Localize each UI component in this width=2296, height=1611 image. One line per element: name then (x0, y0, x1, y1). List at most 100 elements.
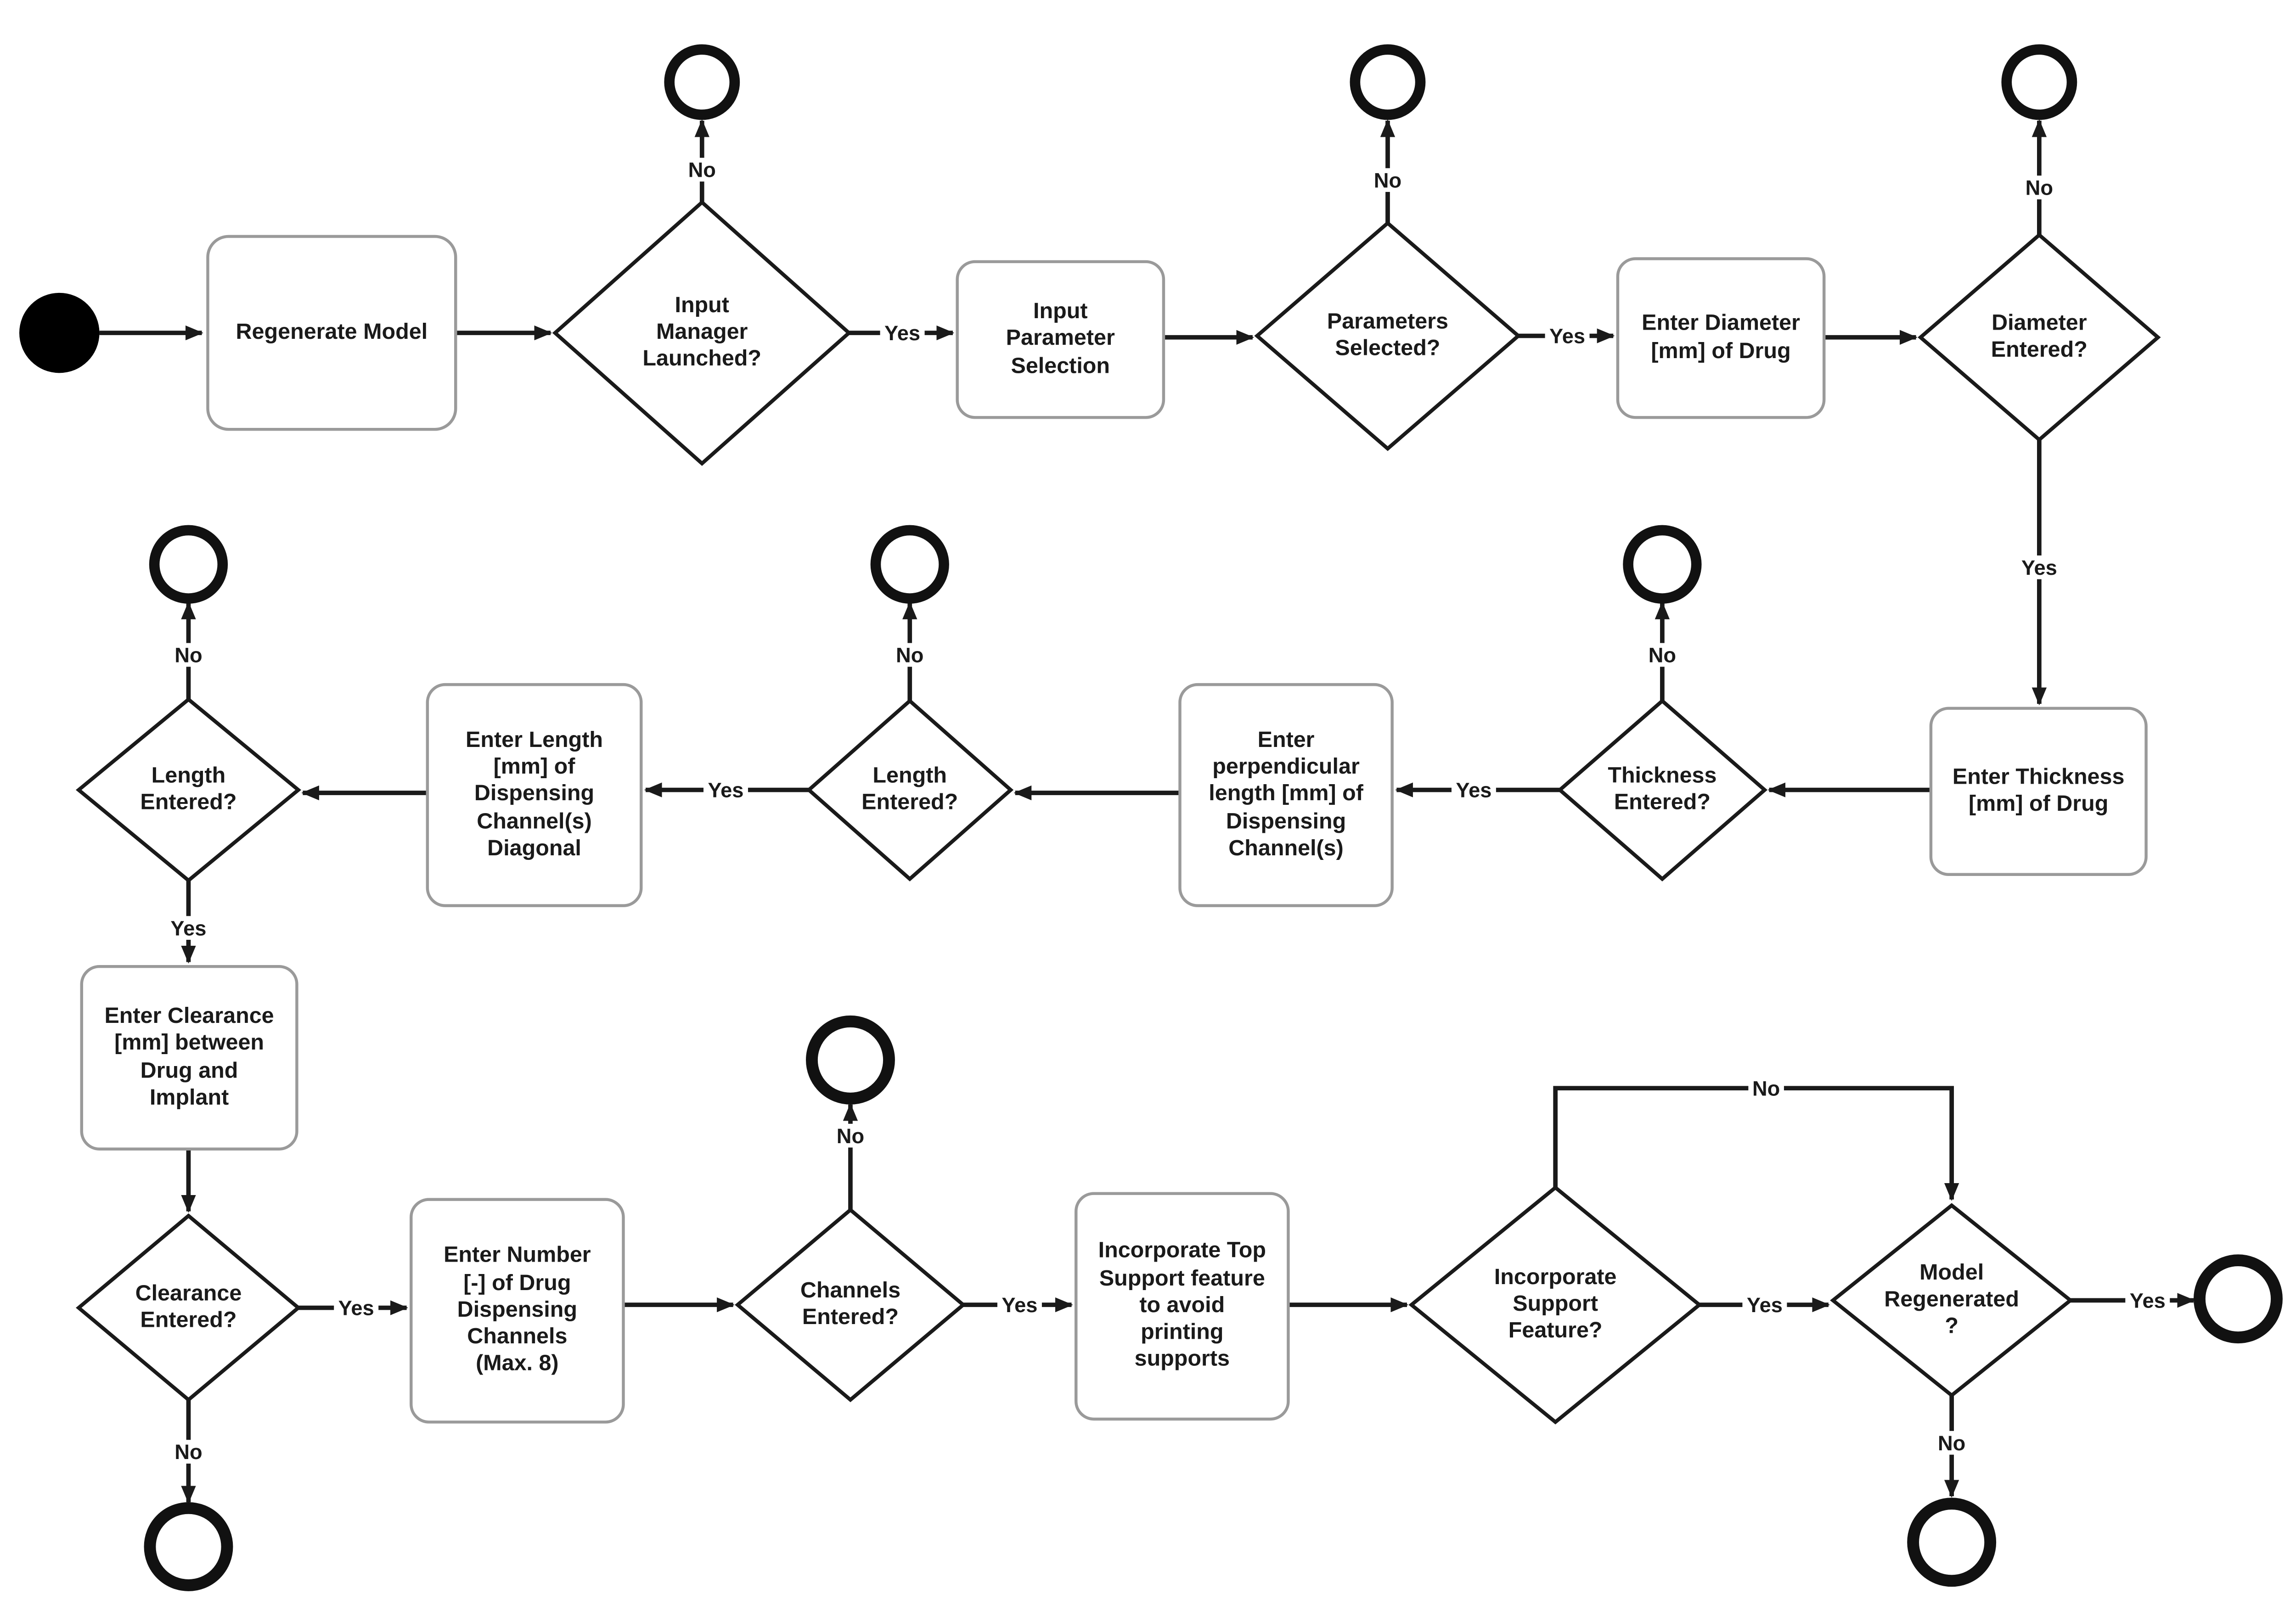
start-node (19, 292, 100, 373)
label-no-model-regenerated: No (1933, 1431, 1970, 1455)
activity-input-parameter-selection-label: Input Parameter Selection (1006, 298, 1115, 379)
decision-length-entered-mid (806, 698, 1014, 881)
activity-enter-diameter-label: Enter Diameter [mm] of Drug (1642, 311, 1801, 364)
edge-label-yes: Yes (997, 1293, 1042, 1317)
end-node-model-regenerated-yes (2193, 1254, 2283, 1344)
activity-enter-clearance (80, 965, 298, 1151)
decision-label: Channels Entered? (800, 1277, 901, 1330)
activity-label: Regenerate Model (236, 319, 428, 345)
decision-clearance-entered (76, 1213, 301, 1403)
edge-label-no: No (1748, 1076, 1784, 1100)
decision-input-manager-launched-label: Input Manager Launched? (642, 292, 762, 372)
activity-enter-number-channels-label: Enter Number [-] of Drug Dispensing Chan… (444, 1243, 591, 1377)
end-node-thickness-no (1623, 525, 1702, 604)
edge-labels: No Yes No Yes No Yes No Yes No Yes No (166, 157, 2170, 1464)
edge-label-no: No (2020, 175, 2058, 200)
activity-label: Enter perpendicular length [mm] of Dispe… (1209, 727, 1363, 861)
activity-label: Enter Length [mm] of Dispensing Channel(… (466, 727, 603, 861)
edge-label-yes: Yes (2017, 555, 2062, 579)
activity-enter-perpendicular-length-label: Enter perpendicular length [mm] of Dispe… (1209, 727, 1363, 861)
label-no-diameter-entered: No (2020, 175, 2058, 200)
decision-label: Input Manager Launched? (642, 292, 762, 372)
decision-label: Length Entered? (140, 763, 237, 815)
activity-enter-perpendicular-length (1178, 683, 1394, 907)
activity-label: Enter Number [-] of Drug Dispensing Chan… (444, 1243, 591, 1377)
label-no-channels-entered: No (832, 1123, 869, 1148)
edge-label-no: No (832, 1123, 869, 1148)
edge-label-yes: Yes (1451, 778, 1497, 802)
decision-model-regenerated (1830, 1203, 2074, 1398)
decision-model-regenerated-label: Model Regenerated ? (1884, 1259, 2020, 1339)
decision-label: Model Regenerated ? (1884, 1259, 2020, 1339)
edge-incorporate-support-no-loop-to-model-regenerated (1553, 1086, 1959, 1201)
activity-label: Incorporate Top Support feature to avoid… (1098, 1238, 1266, 1372)
decision-thickness-entered (1557, 698, 1768, 881)
decision-parameters-selected-label: Parameters Selected? (1327, 309, 1449, 361)
activity-enter-number-channels (410, 1198, 625, 1424)
activity-enter-diameter (1616, 257, 1826, 419)
edge-label-yes: Yes (703, 778, 748, 802)
end-node-channels-no (806, 1015, 895, 1105)
edge-label-no: No (170, 1440, 207, 1464)
label-yes-channels-entered: Yes (997, 1293, 1042, 1317)
activity-label: Enter Thickness [mm] of Drug (1952, 764, 2125, 817)
label-yes-input-manager: Yes (880, 321, 925, 345)
activity-input-parameter-selection (956, 260, 1165, 419)
decision-length-entered-mid-label: Length Entered? (861, 763, 958, 815)
decision-label: Length Entered? (861, 763, 958, 815)
decision-diameter-entered-label: Diameter Entered? (1991, 310, 2088, 363)
end-node-parameters-no (1350, 44, 1426, 120)
edge-label-no: No (683, 157, 720, 182)
decision-label: Diameter Entered? (1991, 310, 2088, 363)
end-node-model-regenerated-no (1907, 1498, 1997, 1587)
label-yes-incorporate-support: Yes (1742, 1293, 1787, 1317)
decision-incorporate-support-feature-label: Incorporate Support Feature? (1494, 1264, 1617, 1343)
decision-length-entered-left (75, 697, 301, 883)
decision-diameter-entered (1918, 232, 2161, 443)
activity-enter-length-diagonal-label: Enter Length [mm] of Dispensing Channel(… (466, 727, 603, 861)
decision-channels-entered-label: Channels Entered? (800, 1277, 901, 1330)
edge-label-yes: Yes (333, 1296, 379, 1320)
edge-label-no: No (1644, 643, 1681, 667)
label-yes-parameters-selected: Yes (1545, 324, 1590, 348)
label-yes-model-regenerated: Yes (2125, 1288, 2170, 1313)
edge-label-no: No (1933, 1431, 1970, 1455)
label-no-incorporate-support-loop: No (1748, 1076, 1784, 1100)
activity-incorporate-top-support (1075, 1192, 1290, 1421)
decision-label: Parameters Selected? (1327, 309, 1449, 361)
decision-parameters-selected (1254, 220, 1521, 451)
edge-label-yes: Yes (1545, 324, 1590, 348)
edge-label-yes: Yes (166, 916, 211, 940)
label-yes-thickness-entered: Yes (1451, 778, 1497, 802)
activity-label: Input Parameter Selection (1006, 298, 1115, 379)
edge-label-yes: Yes (1742, 1293, 1787, 1317)
decision-input-manager-launched (552, 200, 852, 466)
label-no-input-manager: No (683, 157, 720, 182)
activity-regenerate-model (206, 235, 457, 431)
label-no-clearance-entered: No (170, 1440, 207, 1464)
end-node-input-manager-no (664, 44, 740, 120)
decision-thickness-entered-label: Thickness Entered? (1608, 763, 1717, 815)
label-no-thickness-entered: No (1644, 643, 1681, 667)
edge-label-no: No (1369, 168, 1406, 192)
edge-label-yes: Yes (880, 321, 925, 345)
edge-label-no: No (170, 643, 207, 667)
label-yes-diameter-entered: Yes (2017, 555, 2062, 579)
edge-label-no: No (891, 643, 929, 667)
label-no-parameters-selected: No (1369, 168, 1406, 192)
activity-label: Enter Clearance [mm] between Drug and Im… (104, 1003, 274, 1111)
label-no-length-entered-left: No (170, 643, 207, 667)
activity-incorporate-top-support-label: Incorporate Top Support feature to avoid… (1098, 1238, 1266, 1372)
decision-label: Thickness Entered? (1608, 763, 1717, 815)
activity-label: Enter Diameter [mm] of Drug (1642, 311, 1801, 364)
decision-incorporate-support-feature (1408, 1185, 1703, 1425)
activity-enter-length-diagonal (426, 683, 643, 907)
activity-enter-thickness-label: Enter Thickness [mm] of Drug (1952, 764, 2125, 817)
edge-label-yes: Yes (2125, 1288, 2170, 1313)
label-yes-length-entered-mid: Yes (703, 778, 748, 802)
decision-channels-entered (735, 1207, 966, 1403)
activity-enter-clearance-label: Enter Clearance [mm] between Drug and Im… (104, 1003, 274, 1111)
label-yes-clearance-entered: Yes (333, 1296, 379, 1320)
nodes (19, 44, 2283, 1591)
